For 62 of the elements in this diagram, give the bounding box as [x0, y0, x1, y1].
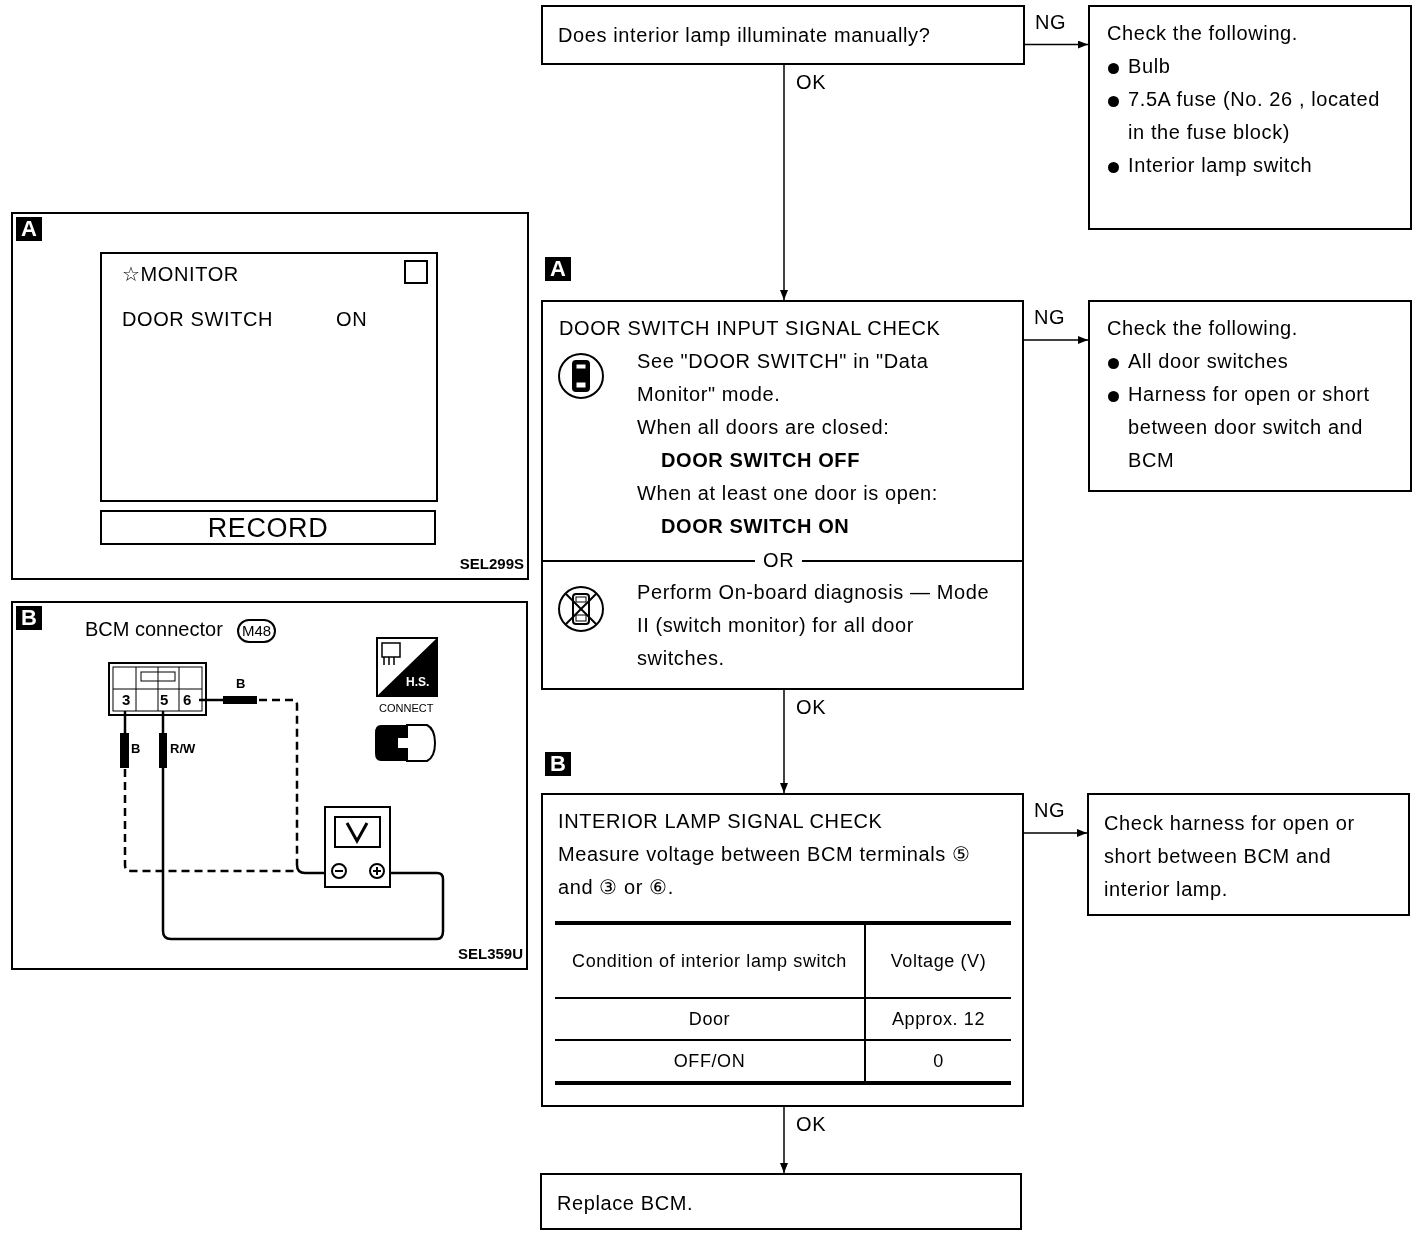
- record-bar: [100, 510, 436, 545]
- table-cell: 0: [865, 1040, 1011, 1083]
- wire-color-label: B: [236, 676, 246, 691]
- instruction-text: When all doors are closed:: [637, 415, 891, 440]
- item-name: DOOR SWITCH: [122, 307, 274, 331]
- header-cell: Voltage (V): [865, 923, 1011, 998]
- table-cell: Approx. 12: [865, 998, 1011, 1040]
- box-heading: DOOR SWITCH INPUT SIGNAL CHECK: [559, 316, 942, 341]
- connector-code: M48: [237, 619, 277, 643]
- wire-color-label: B: [131, 741, 141, 756]
- status-text: DOOR SWITCH OFF: [661, 448, 861, 473]
- arrow: [780, 689, 788, 794]
- record-label: RECORD: [206, 513, 330, 543]
- instruction-text: Measure voltage between BCM terminals ⑤ and ③ or ⑥.: [558, 842, 972, 900]
- arrow: [1023, 336, 1089, 344]
- box-heading: Check the following.: [1107, 21, 1298, 46]
- instruction-text: See "DOOR SWITCH" in "Data Monitor" mode.: [637, 349, 930, 407]
- check-box: [1088, 5, 1412, 230]
- figure-code: SEL359U: [457, 945, 523, 962]
- section-badge: B: [545, 752, 571, 776]
- section-badge: A: [545, 257, 571, 281]
- table-cell: Door: [555, 998, 865, 1040]
- instruction-text: When at least one door is open:: [637, 481, 939, 506]
- header-cell: Condition of interior lamp switch: [555, 923, 865, 998]
- list-item: 7.5A fuse (No. 26 , located in the fuse block): [1128, 87, 1381, 145]
- arrow: [780, 1106, 788, 1174]
- question-box: [541, 5, 1025, 65]
- list-item: Bulb: [1128, 54, 1172, 79]
- table-cell: OFF/ON: [555, 1040, 865, 1083]
- process-box: [541, 300, 1024, 690]
- figure-code: SEL299S: [459, 555, 524, 572]
- result-box: [540, 1173, 1022, 1230]
- section-badge: A: [16, 217, 42, 241]
- instruction-text: Perform On-board diagnosis — Mode II (switch monitor) for all door switches.: [637, 580, 991, 671]
- list-item: All door switches: [1128, 349, 1290, 374]
- section-badge: B: [16, 606, 42, 630]
- list-item: Harness for open or short between door switch and BCM: [1128, 382, 1371, 473]
- box-heading: INTERIOR LAMP SIGNAL CHECK: [558, 809, 883, 834]
- illustration-panel: [11, 601, 528, 970]
- arrow: [780, 64, 788, 301]
- status-text: DOOR SWITCH ON: [661, 514, 851, 539]
- check-box: [1087, 793, 1410, 916]
- box-text: Does interior lamp illuminate manually?: [558, 23, 932, 48]
- check-box: [1088, 300, 1412, 492]
- box-text: Check harness for open or short between BCM and interior lamp.: [1104, 811, 1356, 902]
- pin-number: 3: [122, 691, 131, 709]
- box-text: Replace BCM.: [557, 1191, 695, 1216]
- arrow: [1023, 829, 1088, 837]
- arrow: [1024, 40, 1089, 49]
- wire-color-label: R/W: [170, 741, 196, 756]
- item-value: ON: [336, 307, 368, 331]
- monitor-screen: [100, 252, 438, 502]
- list-item: Interior lamp switch: [1128, 153, 1314, 178]
- pin-number: 6: [183, 691, 192, 709]
- pin-number: 5: [160, 691, 169, 709]
- box-heading: Check the following.: [1107, 316, 1298, 341]
- screen-title: ☆MONITOR: [122, 262, 239, 286]
- sign-text: H.S.: [406, 675, 430, 689]
- process-box: [541, 793, 1024, 1107]
- illustration-panel: [11, 212, 529, 580]
- sign-caption: CONNECT: [379, 702, 434, 715]
- connector-title: BCM connector: [85, 617, 223, 641]
